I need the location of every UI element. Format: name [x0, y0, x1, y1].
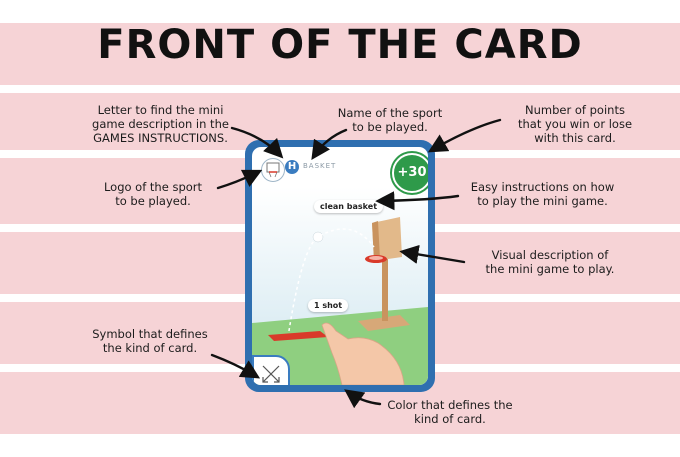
annotation-color: Color that defines the kind of card.	[387, 398, 513, 426]
annotation-sport-name: Name of the sport to be played.	[337, 106, 443, 134]
annotation-visual: Visual description of the mini game to p…	[485, 248, 615, 276]
arrow-icon	[311, 128, 348, 160]
basket-logo-icon	[261, 158, 285, 182]
points-badge: +30	[392, 153, 428, 193]
arrow-icon	[375, 191, 460, 211]
card-letter: H	[285, 160, 299, 174]
game-illustration	[252, 187, 428, 385]
pointing-hand-icon	[321, 322, 405, 385]
annotation-symbol: Symbol that defines the kind of card.	[92, 327, 208, 355]
instruction-bubble: clean basket	[314, 200, 384, 213]
card-face: H BASKET +30 clean basket 1 shot	[252, 147, 428, 385]
band	[0, 23, 680, 85]
arrow-icon	[216, 169, 263, 190]
arrow-icon	[230, 126, 284, 159]
annotation-instructions: Easy instructions on how to play the min…	[470, 180, 615, 208]
annotation-letter: Letter to find the mini game description…	[92, 103, 229, 145]
arrow-icon	[210, 353, 261, 379]
page-title: FRONT OF THE CARD	[97, 22, 583, 68]
shot-count-bubble: 1 shot	[308, 299, 349, 312]
arrow-icon	[399, 244, 466, 264]
game-card: H BASKET +30 clean basket 1 shot	[245, 140, 435, 392]
arrow-icon	[427, 118, 502, 153]
annotation-points: Number of points that you win or lose wi…	[517, 103, 633, 145]
sport-name: BASKET	[303, 162, 337, 170]
arrow-icon	[344, 389, 382, 409]
annotation-logo: Logo of the sport to be played.	[103, 180, 203, 208]
